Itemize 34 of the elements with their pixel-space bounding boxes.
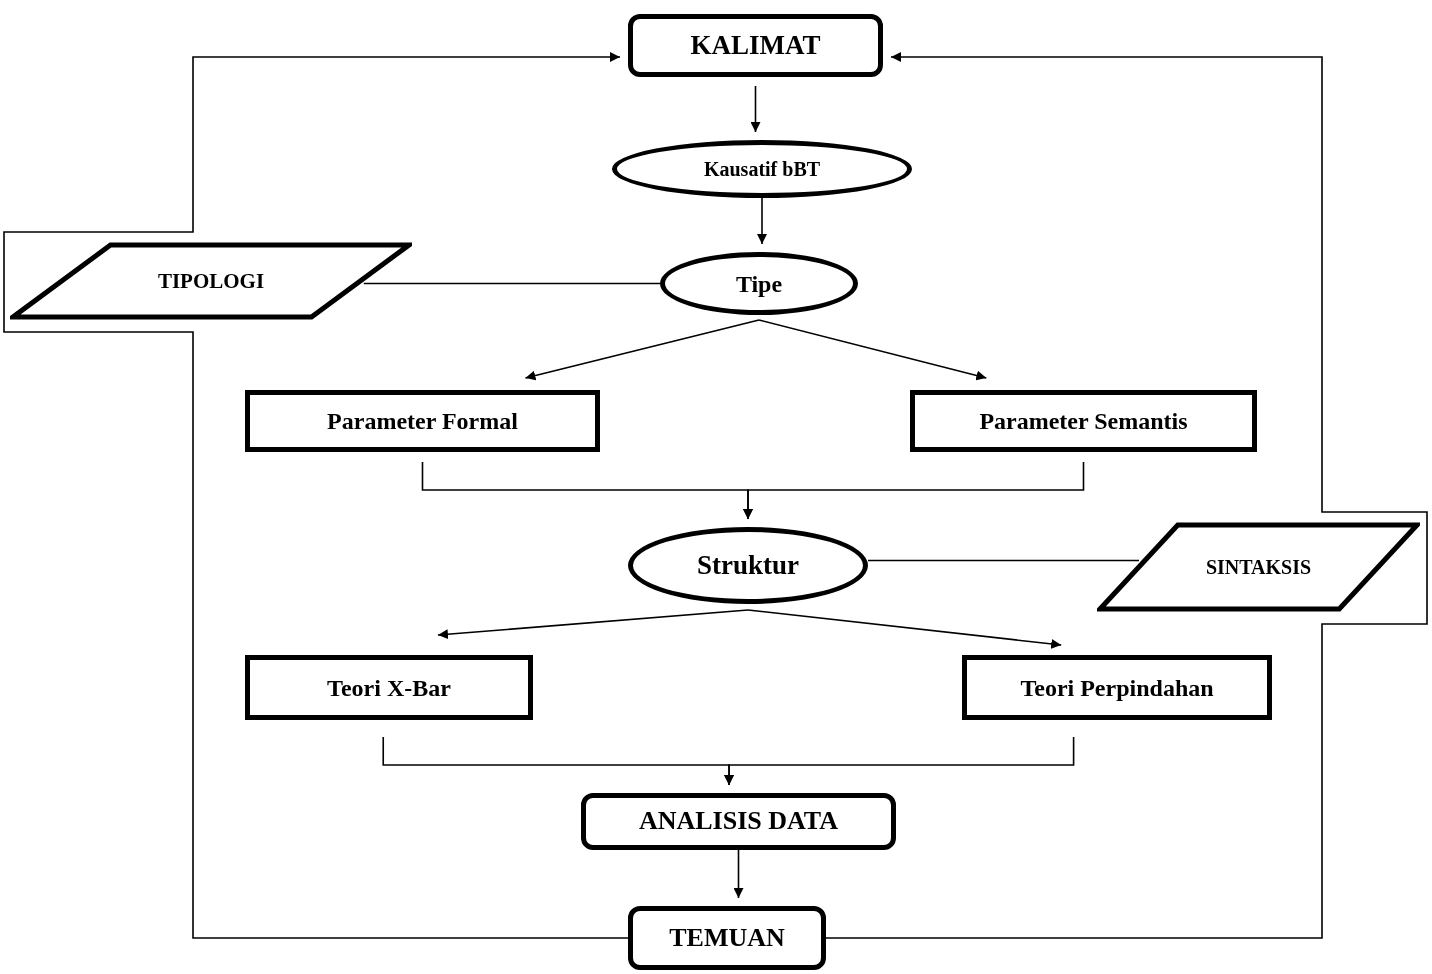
node-text: Struktur: [697, 548, 799, 582]
arrow: [750, 85, 761, 133]
node-text: Parameter Semantis: [979, 407, 1188, 436]
arrow: [758, 319, 988, 381]
terminal-box: [628, 906, 826, 970]
node-text: TIPOLOGI: [157, 267, 265, 295]
node-text: KALIMAT: [690, 28, 821, 62]
node-text: Teori X-Bar: [327, 673, 451, 703]
arrow: [743, 461, 1085, 520]
arrow: [757, 197, 767, 245]
arrow: [747, 609, 1062, 649]
process-box: [910, 390, 1257, 452]
node-text: Parameter Formal: [327, 407, 518, 436]
node-text: Tipe: [735, 269, 783, 299]
data-parallelogram: [10, 242, 412, 320]
process-box: [245, 390, 600, 452]
arrow: [3, 52, 629, 939]
arrow: [825, 52, 1428, 939]
arrow: [724, 736, 1075, 786]
node-text: SINTAKSIS: [1205, 554, 1312, 580]
arrow: [437, 609, 749, 640]
process-box: [245, 655, 533, 720]
node-text: Teori Perpindahan: [1020, 673, 1214, 703]
data-parallelogram: [1097, 522, 1420, 612]
arrow: [524, 319, 760, 381]
arrow: [733, 849, 744, 899]
terminal-box: [581, 793, 896, 850]
node-text: TEMUAN: [669, 921, 785, 954]
node-text: ANALISIS DATA: [638, 805, 839, 838]
terminal-box: [628, 14, 883, 77]
connector-line: [867, 559, 1140, 562]
process-box: [962, 655, 1272, 720]
node-text: Kausatif bBT: [703, 156, 821, 182]
connector-line: [362, 282, 661, 285]
